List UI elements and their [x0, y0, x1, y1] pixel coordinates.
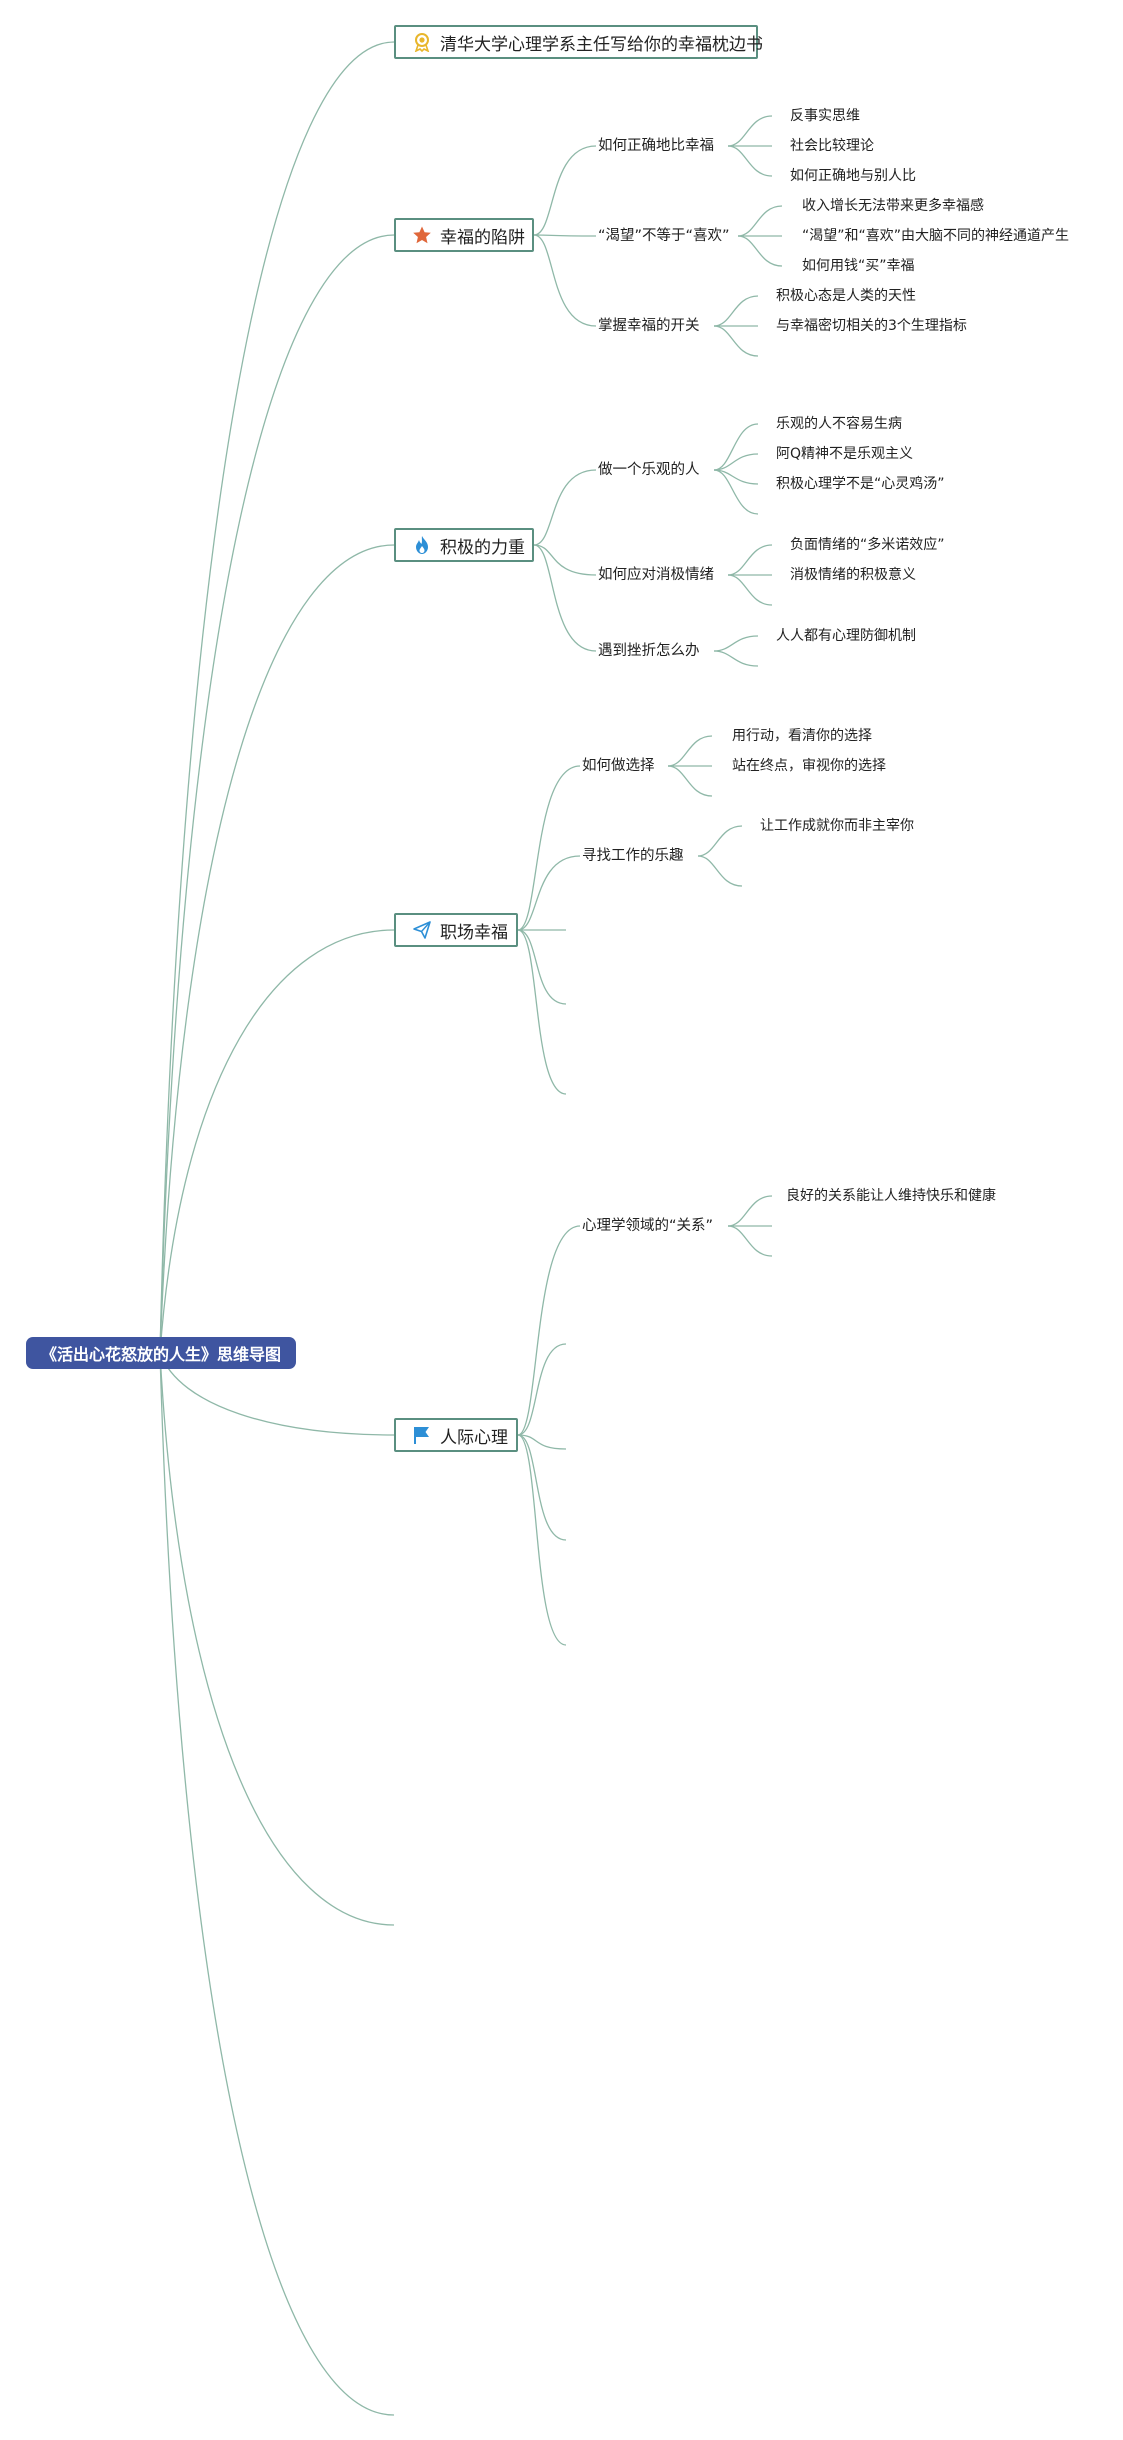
subtopic-want-vs-like[interactable]: “渴望”不等于“喜欢”: [598, 228, 730, 244]
root-connector-6: [159, 1352, 395, 2416]
branch-connector-0-2: [533, 234, 597, 327]
branch-connector-0-0: [533, 145, 597, 236]
root-connector-4: [159, 1352, 395, 1436]
leaf-income-growth[interactable]: 收入增长无法带来更多幸福感: [802, 198, 984, 214]
subtopic-relationships[interactable]: 心理学领域的“关系”: [582, 1218, 714, 1234]
branch-connector-2-3: [517, 929, 567, 1005]
leaf-connector-8-2: [727, 1225, 773, 1257]
subtopic-negative-emotions[interactable]: 如何应对消极情绪: [598, 567, 714, 583]
branch-label: 幸福的陷阱: [440, 227, 525, 248]
branch-connector-3-0: [517, 1225, 581, 1436]
branch-connector-0-1: [533, 234, 597, 237]
leaf-connector-4-0: [727, 544, 773, 576]
root-connector-1: [159, 234, 395, 1354]
star-icon: [412, 225, 432, 245]
root-topic[interactable]: 《活出心花怒放的人生》思维导图: [26, 1337, 296, 1369]
root-connector-0: [159, 41, 395, 1354]
branch-connector-3-4: [517, 1434, 567, 1646]
branch-connector-2-0: [517, 765, 581, 931]
leaf-connector-6-0: [667, 735, 713, 767]
branch-connector-3-1: [517, 1343, 567, 1436]
leaf-connector-7-1: [697, 855, 743, 887]
branch-interpersonal-psychology[interactable]: 人际心理: [394, 1418, 518, 1452]
leaf-negative-meaning[interactable]: 消极情绪的积极意义: [790, 567, 916, 583]
branch-connector-2-1: [517, 855, 581, 931]
leaf-connector-3-0: [713, 423, 759, 471]
leaf-counterfactual[interactable]: 反事实思维: [790, 108, 860, 124]
leaf-connector-6-2: [667, 765, 713, 797]
leaf-connector-0-0: [727, 115, 773, 147]
leaf-connector-1-2: [737, 235, 783, 267]
branch-connector-2-4: [517, 929, 567, 1095]
root-connector-5: [159, 1352, 395, 1926]
leaf-connector-3-3: [713, 469, 759, 515]
branch-connector-1-0: [533, 469, 597, 546]
leaf-optimist-healthy[interactable]: 乐观的人不容易生病: [776, 416, 902, 432]
branch-label: 清华大学心理学系主任写给你的幸福枕边书: [440, 34, 763, 55]
leaf-connector-4-2: [727, 574, 773, 606]
leaf-ah-q-spirit[interactable]: 阿Q精神不是乐观主义: [776, 446, 914, 462]
leaf-connector-7-0: [697, 825, 743, 857]
branch-connector-1-1: [533, 544, 597, 576]
branch-workplace-happiness[interactable]: 职场幸福: [394, 913, 518, 947]
paper-plane-icon: [412, 920, 432, 940]
leaf-good-relationships[interactable]: 良好的关系能让人维持快乐和健康: [786, 1188, 996, 1204]
leaf-domino-effect[interactable]: 负面情绪的“多米诺效应”: [790, 537, 945, 553]
branch-happiness-book[interactable]: 清华大学心理学系主任写给你的幸福枕边书: [394, 25, 763, 59]
leaf-physiological-indicators[interactable]: 与幸福密切相关的3个生理指标: [776, 318, 967, 334]
root-topic-label: 《活出心花怒放的人生》思维导图: [40, 1345, 281, 1364]
leaf-compare-others[interactable]: 如何正确地与别人比: [790, 168, 916, 184]
leaf-connector-2-2: [713, 325, 759, 357]
leaf-social-comparison[interactable]: 社会比较理论: [790, 138, 874, 154]
flame-icon: [412, 535, 432, 555]
leaf-connector-0-2: [727, 145, 773, 177]
leaf-view-from-end[interactable]: 站在终点，审视你的选择: [732, 758, 886, 774]
leaf-connector-5-1: [713, 650, 759, 667]
leaf-connector-3-1: [713, 453, 759, 471]
leaf-buy-happiness[interactable]: 如何用钱“买”幸福: [802, 258, 915, 274]
leaf-connector-8-0: [727, 1195, 773, 1227]
award-ribbon-icon: [412, 32, 432, 52]
subtopic-compare[interactable]: 如何正确地比幸福: [598, 138, 714, 154]
branch-label: 积极的力重: [440, 537, 525, 558]
branch-connector-3-2: [517, 1434, 567, 1450]
flag-icon: [412, 1425, 432, 1445]
leaf-work-achieves-you[interactable]: 让工作成就你而非主宰你: [760, 818, 914, 834]
leaf-brain-pathways[interactable]: “渴望”和“喜欢”由大脑不同的神经通道产生: [802, 228, 1070, 244]
leaf-connector-5-0: [713, 635, 759, 652]
root-connector-2: [159, 544, 395, 1354]
branch-connector-1-2: [533, 544, 597, 652]
branch-connector-3-3: [517, 1434, 567, 1541]
branch-label: 人际心理: [440, 1427, 508, 1448]
branch-happiness-traps[interactable]: 幸福的陷阱: [394, 218, 534, 252]
subtopic-optimist[interactable]: 做一个乐观的人: [598, 462, 700, 478]
subtopic-work-fun[interactable]: 寻找工作的乐趣: [582, 848, 684, 864]
branch-positive-power[interactable]: 积极的力重: [394, 528, 534, 562]
leaf-connector-2-0: [713, 295, 759, 327]
leaf-positive-nature[interactable]: 积极心态是人类的天性: [776, 288, 916, 304]
leaf-act-to-see[interactable]: 用行动，看清你的选择: [732, 728, 872, 744]
leaf-not-chicken-soup[interactable]: 积极心理学不是“心灵鸡汤”: [776, 476, 945, 492]
root-connector-3: [159, 929, 395, 1354]
leaf-defense-mechanism[interactable]: 人人都有心理防御机制: [776, 628, 916, 644]
subtopic-happiness-switch[interactable]: 掌握幸福的开关: [598, 318, 700, 334]
leaf-connector-1-0: [737, 205, 783, 237]
subtopic-setbacks[interactable]: 遇到挫折怎么办: [598, 643, 700, 659]
subtopic-making-choices[interactable]: 如何做选择: [582, 758, 655, 774]
branch-label: 职场幸福: [440, 922, 508, 943]
